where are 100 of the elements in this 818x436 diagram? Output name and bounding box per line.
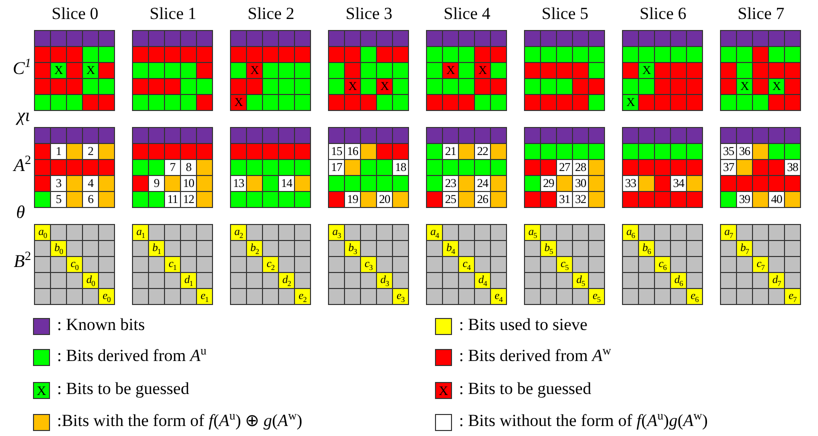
bit-cell: e$_{5}$ <box>589 289 604 304</box>
bit-cell: 18 <box>393 160 408 175</box>
row-label: C$^{1}$ <box>12 58 31 79</box>
legend-text: : Bits derived from A$^{w}$ <box>459 346 612 366</box>
legend-text: : Bits to be guessed <box>459 379 592 399</box>
legend-text: : Known bits <box>57 315 145 335</box>
bit-cell: d$_{4}$ <box>475 273 490 288</box>
bit-cell: 7 <box>165 160 180 175</box>
bit-cell: c$_{6}$ <box>655 257 670 272</box>
bit-cell: X <box>51 63 66 78</box>
slice-title: Slice 4 <box>442 4 492 24</box>
bit-cell: X <box>769 79 784 94</box>
bit-cell: a$_{6}$ <box>623 225 638 240</box>
bit-cell: 5 <box>51 192 66 207</box>
bit-cell: e$_{3}$ <box>393 289 408 304</box>
bit-cell: 14 <box>279 176 294 191</box>
bit-cell: 15 <box>329 144 344 159</box>
bit-cell: b$_{6}$ <box>639 241 654 256</box>
bit-cell: X <box>83 63 98 78</box>
bit-cell: X <box>737 79 752 94</box>
bit-cell: 24 <box>475 176 490 191</box>
bit-cell: X <box>345 79 360 94</box>
bit-cell: X <box>231 95 246 110</box>
slice-title: Slice 5 <box>540 4 590 24</box>
row-label: θ <box>16 202 25 223</box>
bit-cell: d$_{3}$ <box>377 273 392 288</box>
bit-cell: 2 <box>83 144 98 159</box>
bit-cell: 12 <box>181 192 196 207</box>
bit-cell: c$_{2}$ <box>263 257 278 272</box>
bit-cell: e$_{4}$ <box>491 289 506 304</box>
bit-cell: 22 <box>475 144 490 159</box>
bit-cell: d$_{6}$ <box>671 273 686 288</box>
bit-cell: d$_{5}$ <box>573 273 588 288</box>
bit-cell: 1 <box>51 144 66 159</box>
bit-cell: 13 <box>231 176 246 191</box>
legend-text: : Bits used to sieve <box>459 315 588 335</box>
row-label: A$^{2}$ <box>14 155 31 176</box>
legend-text: :Bits with the form of f(A$^{u}$) ⊕ g(A$^{w}$) <box>57 411 302 431</box>
slice-title: Slice 3 <box>344 4 394 24</box>
bit-cell: X <box>247 63 262 78</box>
bit-cell: a$_{1}$ <box>133 225 148 240</box>
slice-title: Slice 6 <box>638 4 688 24</box>
bit-cell: 29 <box>541 176 556 191</box>
legend-text: : Bits derived from A$^{u}$ <box>57 346 206 366</box>
bit-cell: b$_{5}$ <box>541 241 556 256</box>
guess-swatch: X <box>435 382 452 399</box>
bit-cell: b$_{1}$ <box>149 241 164 256</box>
slice-title: Slice 2 <box>246 4 296 24</box>
legend-text: : Bits without the form of f(A$^{u}$)g(A$^{w}$) <box>459 411 708 431</box>
bit-cell: 21 <box>443 144 458 159</box>
bit-cell: b$_{2}$ <box>247 241 262 256</box>
bit-cell: 20 <box>377 192 392 207</box>
bit-cell: 19 <box>345 192 360 207</box>
bit-cell: d$_{0}$ <box>83 273 98 288</box>
bit-cell: 28 <box>573 160 588 175</box>
bit-cell: 25 <box>443 192 458 207</box>
bit-cell: a$_{0}$ <box>35 225 50 240</box>
bit-cell: b$_{3}$ <box>345 241 360 256</box>
bit-cell: a$_{2}$ <box>231 225 246 240</box>
bit-cell: a$_{4}$ <box>427 225 442 240</box>
bit-cell: a$_{7}$ <box>721 225 736 240</box>
bit-cell: 36 <box>737 144 752 159</box>
bit-cell: e$_{0}$ <box>99 289 114 304</box>
bit-cell: d$_{2}$ <box>279 273 294 288</box>
bit-cell: X <box>639 63 654 78</box>
bit-cell: 33 <box>623 176 638 191</box>
bit-cell: e$_{6}$ <box>687 289 702 304</box>
bit-cell: e$_{7}$ <box>785 289 800 304</box>
bit-cell: 30 <box>573 176 588 191</box>
bit-cell: X <box>623 95 638 110</box>
slice-title: Slice 0 <box>50 4 100 24</box>
bit-cell: 8 <box>181 160 196 175</box>
bit-cell: 10 <box>181 176 196 191</box>
bit-cell: 38 <box>785 160 800 175</box>
bit-cell: 16 <box>345 144 360 159</box>
bit-cell: 35 <box>721 144 736 159</box>
bit-cell: c$_{7}$ <box>753 257 768 272</box>
bit-cell: d$_{7}$ <box>769 273 784 288</box>
bit-cell: c$_{0}$ <box>67 257 82 272</box>
bit-cell: e$_{1}$ <box>197 289 212 304</box>
bit-cell: 9 <box>149 176 164 191</box>
bit-cell: 34 <box>671 176 686 191</box>
bit-cell: a$_{5}$ <box>525 225 540 240</box>
bit-cell: X <box>475 63 490 78</box>
bit-cell: b$_{4}$ <box>443 241 458 256</box>
bit-cell: 40 <box>769 192 784 207</box>
bit-cell: b$_{7}$ <box>737 241 752 256</box>
bit-cell: 6 <box>83 192 98 207</box>
row-label: B$^{2}$ <box>14 251 31 272</box>
bit-cell: 26 <box>475 192 490 207</box>
bit-cell: 32 <box>573 192 588 207</box>
bit-cell: 39 <box>737 192 752 207</box>
bit-cell: d$_{1}$ <box>181 273 196 288</box>
bit-cell: 23 <box>443 176 458 191</box>
bit-cell: a$_{3}$ <box>329 225 344 240</box>
bit-cell: c$_{3}$ <box>361 257 376 272</box>
bit-cell: 4 <box>83 176 98 191</box>
bit-cell: b$_{0}$ <box>51 241 66 256</box>
slice-title: Slice 7 <box>736 4 786 24</box>
slice-title: Slice 1 <box>148 4 198 24</box>
